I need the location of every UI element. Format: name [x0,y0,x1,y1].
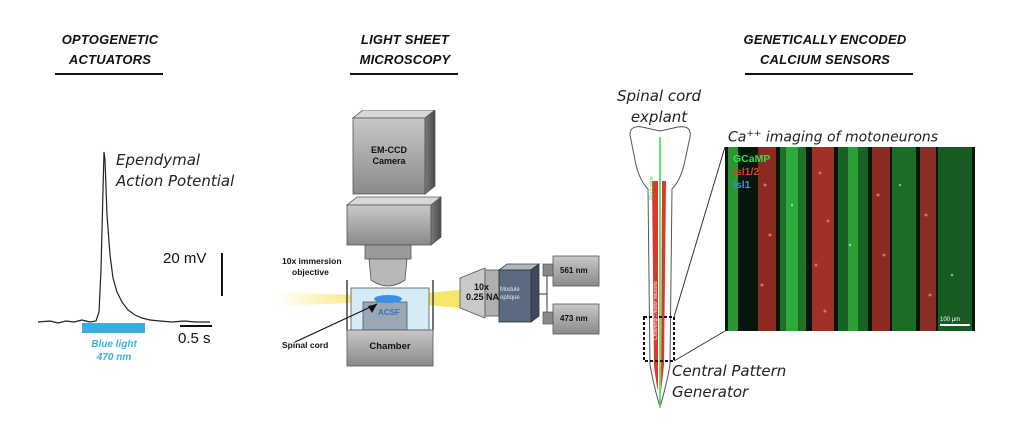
illumination-lens [459,267,500,319]
zoom-line-top [673,146,726,318]
laser-561-box [542,255,600,287]
calcium-heading-line1: GENETICALLY ENCODED [743,32,907,47]
stimulus-label-line2: 470 nm [96,352,132,363]
imaging-chamber [346,280,434,367]
module-label-line2: optique [500,295,520,301]
legend-isl1: Isl1 [733,179,751,191]
explant-label-line2: explant [630,108,688,126]
trace-label-line1: Ependymal [116,151,201,169]
floor-plate-label: Floor plate [649,176,655,200]
lightsheet-heading-line1: LIGHT SHEET [360,32,450,47]
laser-473-box [542,303,600,335]
time-scale-label: 0.5 s [178,330,211,347]
cpg-label-line1: Central Pattern [672,362,787,380]
objective-label: 10x immersion objective [282,256,342,278]
spinal-cord-pointer [294,303,378,343]
lens-label: 10x 0.25 NA [466,282,499,302]
laser-561-label: 561 nm [560,266,588,275]
micrograph-legend: GCaMP Isl1/2 Isl1 [733,153,770,192]
optogenetic-heading-line2: ACTUATORS [68,52,152,67]
objective-label-line2: objective [292,267,329,277]
optical-module [497,263,541,323]
motor-neurons-label: Cholinergic motor neurons [653,281,659,340]
imaging-title-sup: ++ [746,129,762,139]
objective-label-line1: 10x immersion [282,256,342,266]
stimulus-bar [82,323,145,333]
optogenetic-heading: OPTOGENETIC ACTUATORS [50,30,170,70]
calcium-heading-line2: CALCIUM SENSORS [759,52,891,67]
trace-label: Ependymal Action Potential [116,150,234,192]
spinal-cord-pointer-head [368,304,377,313]
imaging-title-prefix: Ca [728,129,747,146]
zoom-line-bottom [673,330,726,362]
module-label-line1: Module [500,287,520,293]
left-motor-column [652,181,658,391]
voltage-scale-label: 20 mV [163,250,207,267]
acsf-label: ACSF [378,308,400,317]
camera-label-line1: EM-CCD [371,145,407,155]
explant-label-line1: Spinal cord [617,87,701,105]
objective-lens [364,244,412,287]
lens-label-line1: 10x [474,282,490,292]
calcium-heading: GENETICALLY ENCODED CALCIUM SENSORS [730,30,920,70]
cpg-region [643,316,675,362]
optogenetic-heading-line1: OPTOGENETIC [61,32,159,47]
legend-gcamp: GCaMP [733,153,771,165]
imaging-title-rest: imaging of motoneurons [761,129,939,146]
lightsheet-underline [350,73,458,75]
optogenetic-underline [55,73,163,75]
membrane-voltage-trace [37,151,210,324]
calcium-micrograph [725,147,975,331]
stimulus-label-line1: Blue light [91,339,137,350]
explant-label: Spinal cord explant [615,86,703,128]
lightsheet-heading: LIGHT SHEET MICROSCOPY [345,30,465,70]
laser-connectors [539,269,555,319]
right-motor-column [661,181,666,391]
stimulus-label: Blue light 470 nm [80,338,148,364]
legend-isl12: Isl1/2 [733,166,760,178]
action-potential-trace [37,151,223,333]
tube-lens-box [345,196,443,246]
camera-label: EM-CCD Camera [353,145,425,167]
laser-473-label: 473 nm [560,314,588,323]
camera-box [351,110,436,195]
lens-label-line2: 0.25 NA [466,292,500,302]
micrograph-scale-label: 100 µm [940,317,961,323]
cpg-label-line2: Generator [672,383,749,401]
module-label: Module optique [500,286,520,302]
spinal-cord-schematic [629,126,975,409]
cpg-label: Central Pattern Generator [672,361,786,403]
chamber-label: Chamber [369,341,411,352]
camera-label-line2: Camera [372,156,406,166]
lightsheet-heading-line2: MICROSCOPY [359,52,451,67]
imaging-title: Ca++ imaging of motoneurons [728,124,938,149]
trace-label-line2: Action Potential [116,172,235,190]
microscope-diagram [277,110,600,367]
spinal-cord-label: Spinal cord [282,340,329,350]
calcium-underline [745,73,913,75]
left-light-sheet [277,292,375,306]
